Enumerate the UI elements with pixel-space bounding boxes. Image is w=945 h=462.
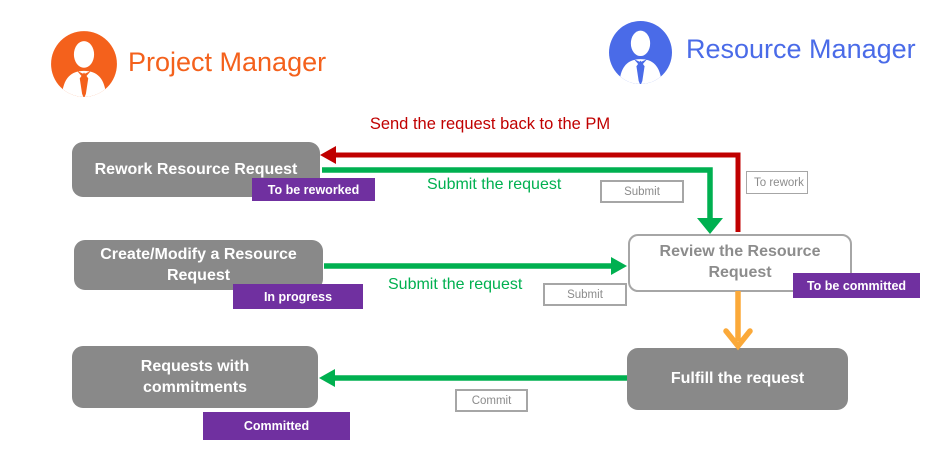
status-badge-to-be-committed: To be committed [793, 273, 920, 298]
node-label: Fulfill the request [670, 370, 805, 388]
node-label: Review the Resource Request [659, 243, 821, 281]
node-label: Rework Resource Request [94, 160, 298, 178]
commit-button[interactable]: Commit [455, 389, 528, 412]
node-label: Create/Modify a Resource Request [100, 245, 297, 284]
edge-label-submit-mid: Submit the request [388, 276, 523, 293]
arrow-submit-create [324, 257, 627, 275]
status-badge-committed: Committed [203, 412, 350, 440]
resource-manager-title: Resource Manager [686, 34, 916, 64]
to-rework-box[interactable]: To rework [746, 171, 808, 194]
resource-manager-avatar-icon [609, 21, 672, 84]
node-fulfill-request: Fulfill the request [627, 348, 848, 410]
node-create-modify-request: Create/Modify a Resource Request [74, 240, 323, 290]
status-badge-to-be-reworked: To be reworked [252, 178, 375, 201]
submit-button-top[interactable]: Submit [600, 180, 684, 203]
arrow-commit [319, 369, 627, 387]
arrow-fulfill [723, 291, 753, 351]
edge-label-submit-top: Submit the request [427, 176, 562, 193]
edge-label-send-back: Send the request back to the PM [369, 115, 611, 133]
node-label: Requests with commitments [140, 357, 250, 396]
node-requests-with-commitments: Requests with commitments [72, 346, 318, 408]
project-manager-title: Project Manager [128, 47, 327, 77]
project-manager-avatar-icon [51, 31, 117, 97]
status-badge-in-progress: In progress [233, 284, 363, 309]
submit-button-middle[interactable]: Submit [543, 283, 627, 306]
